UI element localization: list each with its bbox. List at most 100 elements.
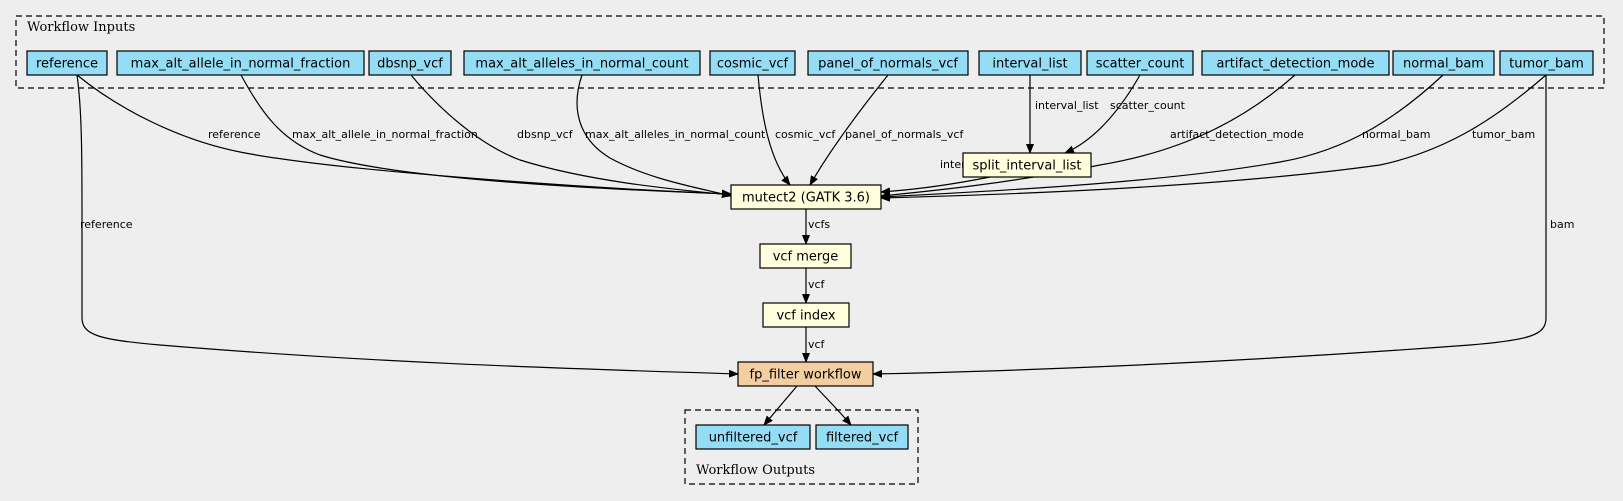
node-box: [1086, 50, 1194, 76]
edge-label: reference: [80, 218, 133, 231]
edge-reference-to-fp_filter: reference: [76, 74, 739, 378]
edge-tumor_bam-to-mutect2: tumor_bam: [880, 74, 1547, 202]
edge-path: [880, 74, 1296, 200]
node-unfiltered-vcf: unfiltered_vcf: [695, 424, 811, 450]
node-label: mutect2 (GATK 3.6): [742, 191, 870, 206]
node-box: [1499, 50, 1594, 76]
edge-scatter_count-to-split_interval_list: scatter_count: [1064, 74, 1186, 154]
workflow-inputs-cluster: Workflow Inputs: [15, 15, 1605, 89]
edge-mutect2-to-vcf_merge: vcfs: [802, 209, 830, 245]
node-vcf-index: vcf index: [762, 302, 850, 328]
workflow-outputs-label: Workflow Outputs: [696, 463, 815, 478]
node-box: [463, 50, 701, 76]
node-box: [1392, 50, 1495, 76]
node-label: reference: [36, 57, 98, 72]
edge-label: panel_of_normals_vcf: [845, 128, 964, 141]
node-label: panel_of_normals_vcf: [818, 57, 958, 72]
edge-normal_bam-to-mutect2: normal_bam: [880, 74, 1444, 201]
node-label: unfiltered_vcf: [709, 431, 798, 446]
edge-path: [880, 74, 1444, 201]
node-filtered-vcf: filtered_vcf: [815, 424, 909, 450]
edge-reference-to-mutect2: reference: [76, 74, 732, 198]
node-box: [737, 361, 874, 387]
node-split-interval-list: split_interval_list: [962, 152, 1092, 178]
edge-label: cosmic_vcf: [775, 128, 836, 141]
edge-path: [872, 75, 1547, 378]
node-label: normal_bam: [1403, 57, 1484, 72]
edge-label: max_alt_allele_in_normal_fraction: [292, 128, 478, 141]
edge-label: dbsnp_vcf: [517, 128, 574, 141]
node-cosmic-vcf: cosmic_vcf: [709, 50, 796, 76]
node-vcf-merge: vcf merge: [759, 243, 852, 269]
node-box: [368, 50, 452, 76]
node-box: [807, 50, 969, 76]
edge-max_alt_allele_in_normal_fraction-to-mutect2: max_alt_allele_in_normal_fraction: [240, 74, 732, 198]
node-label: scatter_count: [1096, 57, 1185, 72]
node-label: artifact_detection_mode: [1216, 57, 1374, 72]
edge-vcf_index-to-fp_filter: vcf: [802, 327, 826, 363]
node-fp-filter: fp_filter workflow: [737, 361, 874, 387]
node-label: max_alt_allele_in_normal_fraction: [131, 57, 351, 72]
node-box: [695, 424, 811, 450]
node-scatter-count: scatter_count: [1086, 50, 1194, 76]
node-label: dbsnp_vcf: [377, 57, 443, 72]
node-max-alt-alleles-in-normal-count: max_alt_alleles_in_normal_count: [463, 50, 701, 76]
node-reference: reference: [26, 50, 108, 76]
edge-path: [880, 74, 1547, 202]
node-box: [116, 50, 365, 76]
workflow-outputs-cluster: Workflow Outputs: [684, 409, 919, 485]
node-artifact-detection-mode: artifact_detection_mode: [1201, 50, 1390, 76]
node-label: tumor_bam: [1509, 57, 1584, 72]
edge-path: [814, 385, 852, 426]
node-tumor-bam: tumor_bam: [1499, 50, 1594, 76]
node-label: fp_filter workflow: [750, 368, 862, 383]
node-box: [26, 50, 108, 76]
edge-cosmic_vcf-to-mutect2: cosmic_vcf: [757, 74, 836, 186]
edge-path: [763, 385, 798, 426]
edge-path: [809, 74, 889, 186]
edge-label: tumor_bam: [1472, 128, 1535, 141]
edge-artifact_detection_mode-to-mutect2: artifact_detection_mode: [880, 74, 1304, 200]
edge-label: max_alt_alleles_in_normal_count: [585, 128, 766, 141]
edge-tumor_bam-to-fp_filter: bam: [872, 75, 1574, 378]
node-dbsnp-vcf: dbsnp_vcf: [368, 50, 452, 76]
node-box: [815, 424, 909, 450]
edge-path: [76, 74, 739, 378]
node-panel-of-normals-vcf: panel_of_normals_vcf: [807, 50, 969, 76]
node-box: [1201, 50, 1390, 76]
edge-label: bam: [1550, 218, 1574, 231]
edge-fp_filter-to-unfiltered_vcf: [763, 385, 798, 426]
edge-path: [757, 74, 791, 186]
node-box: [759, 243, 852, 269]
node-label: split_interval_list: [972, 159, 1081, 174]
node-mutect2: mutect2 (GATK 3.6): [730, 184, 882, 210]
node-label: vcf index: [776, 309, 835, 324]
node-label: filtered_vcf: [826, 431, 899, 446]
edge-path: [410, 74, 732, 199]
node-box: [762, 302, 850, 328]
edge-vcf_merge-to-vcf_index: vcf: [802, 268, 826, 304]
node-normal-bam: normal_bam: [1392, 50, 1495, 76]
node-label: interval_list: [992, 57, 1067, 72]
workflow-inputs-label: Workflow Inputs: [27, 20, 135, 35]
edge-max_alt_alleles_in_normal_count-to-mutect2: max_alt_alleles_in_normal_count: [576, 74, 766, 198]
node-box: [978, 50, 1082, 76]
edge-fp_filter-to-filtered_vcf: [814, 385, 852, 426]
edge-path: [240, 74, 732, 198]
node-label: cosmic_vcf: [717, 57, 789, 72]
node-box: [709, 50, 796, 76]
edge-label: vcf: [808, 278, 826, 291]
node-label: max_alt_alleles_in_normal_count: [475, 57, 688, 72]
edge-label: vcfs: [808, 218, 830, 231]
edge-path: [76, 74, 732, 198]
edge-dbsnp_vcf-to-mutect2: dbsnp_vcf: [410, 74, 732, 199]
edge-panel_of_normals_vcf-to-mutect2: panel_of_normals_vcf: [809, 74, 964, 186]
edge-label: normal_bam: [1362, 128, 1430, 141]
edge-label: scatter_count: [1110, 99, 1186, 112]
edge-path: [880, 176, 991, 196]
node-label: vcf merge: [773, 250, 839, 265]
edge-label: artifact_detection_mode: [1170, 128, 1304, 141]
edge-interval_list-to-split_interval_list: interval_list: [1026, 75, 1099, 154]
